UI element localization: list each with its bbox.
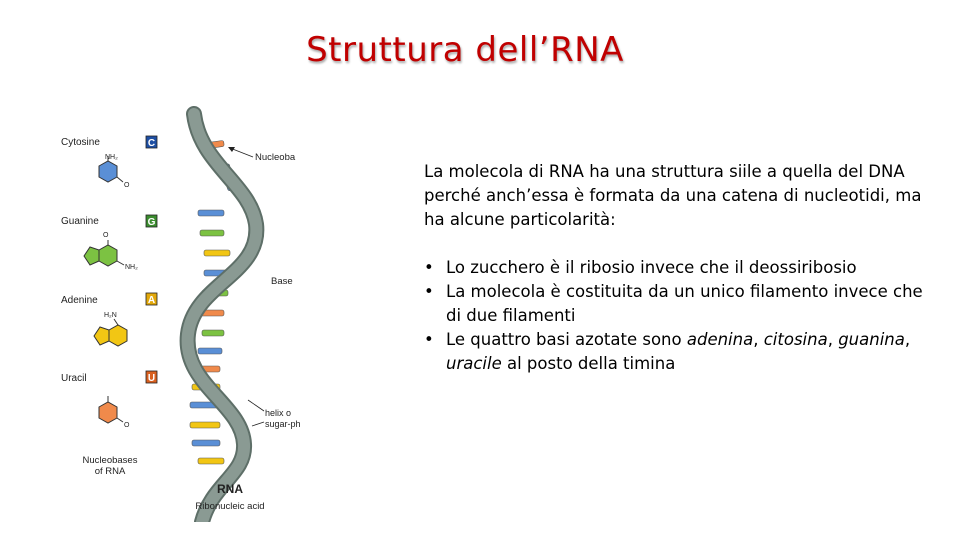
- sugar-phosphate-label: sugar-phosp: [265, 419, 300, 429]
- uracil-oxygen: O: [124, 422, 130, 429]
- nucleobases-caption-line2: of RNA: [95, 466, 126, 477]
- uracil-label: Uracil: [61, 373, 87, 384]
- bullet-bases: Le quattro basi azotate sono adenina, ci…: [424, 328, 924, 376]
- cytosine-label: Cytosine: [61, 137, 100, 148]
- adenina-term: adenina: [686, 330, 754, 349]
- rna-title: RNA: [217, 482, 243, 496]
- cytosine-molecule-icon: [98, 160, 118, 183]
- adenine-letter-box: [145, 292, 158, 306]
- guanine-oxygen: O: [103, 232, 109, 239]
- rna-diagram: Cytosine C NH₂ O Guanine G O NH₂ Adenine…: [61, 106, 300, 522]
- intro-paragraph: La molecola di RNA ha una struttura siil…: [424, 162, 922, 229]
- uracile-term: uracile: [446, 354, 502, 373]
- sugar-phosphate-backbone: [181, 108, 263, 522]
- adenine-label: Adenine: [61, 295, 98, 306]
- cytosine-oxygen: O: [124, 182, 130, 189]
- uracil-molecule-icon: [98, 401, 118, 424]
- adenine-letter: A: [148, 295, 155, 306]
- adenine-molecule-icon: [93, 326, 110, 346]
- bullet-single-strand: La molecola è costituita da un unico fil…: [424, 280, 924, 328]
- cytosine-letter-box: [145, 135, 158, 149]
- uracil-letter-box: [145, 370, 158, 384]
- bullet-list: Lo zucchero è il ribosio invece che il d…: [424, 256, 924, 376]
- uracil-letter: U: [148, 373, 155, 384]
- bullet-sugar: Lo zucchero è il ribosio invece che il d…: [424, 256, 924, 280]
- guanine-nh2: NH₂: [125, 264, 138, 271]
- guanine-label: Guanine: [61, 216, 99, 227]
- guanine-molecule-icon: [83, 246, 100, 266]
- slide-body: La molecola di RNA ha una struttura siil…: [424, 160, 924, 376]
- base-label: Base: [271, 276, 293, 287]
- nucleobase-label: Nucleoba: [255, 152, 296, 163]
- guanine-letter: G: [148, 217, 156, 228]
- guanina-term: guanina: [838, 330, 905, 349]
- rna-structure-figure: Cytosine C NH₂ O Guanine G O NH₂ Adenine…: [52, 104, 300, 522]
- rna-subtitle: Ribonucleic acid: [195, 501, 264, 512]
- slide-title: Struttura dell’RNA: [306, 30, 624, 70]
- citosina-term: citosina: [763, 330, 828, 349]
- cytosine-nh2: NH₂: [105, 154, 118, 161]
- nucleobases-caption-line1: Nucleobases: [83, 455, 138, 466]
- cytosine-letter: C: [148, 138, 155, 149]
- helix-label: helix o: [265, 408, 291, 418]
- guanine-letter-box: [145, 214, 158, 228]
- adenine-nh2: H₂N: [104, 312, 117, 319]
